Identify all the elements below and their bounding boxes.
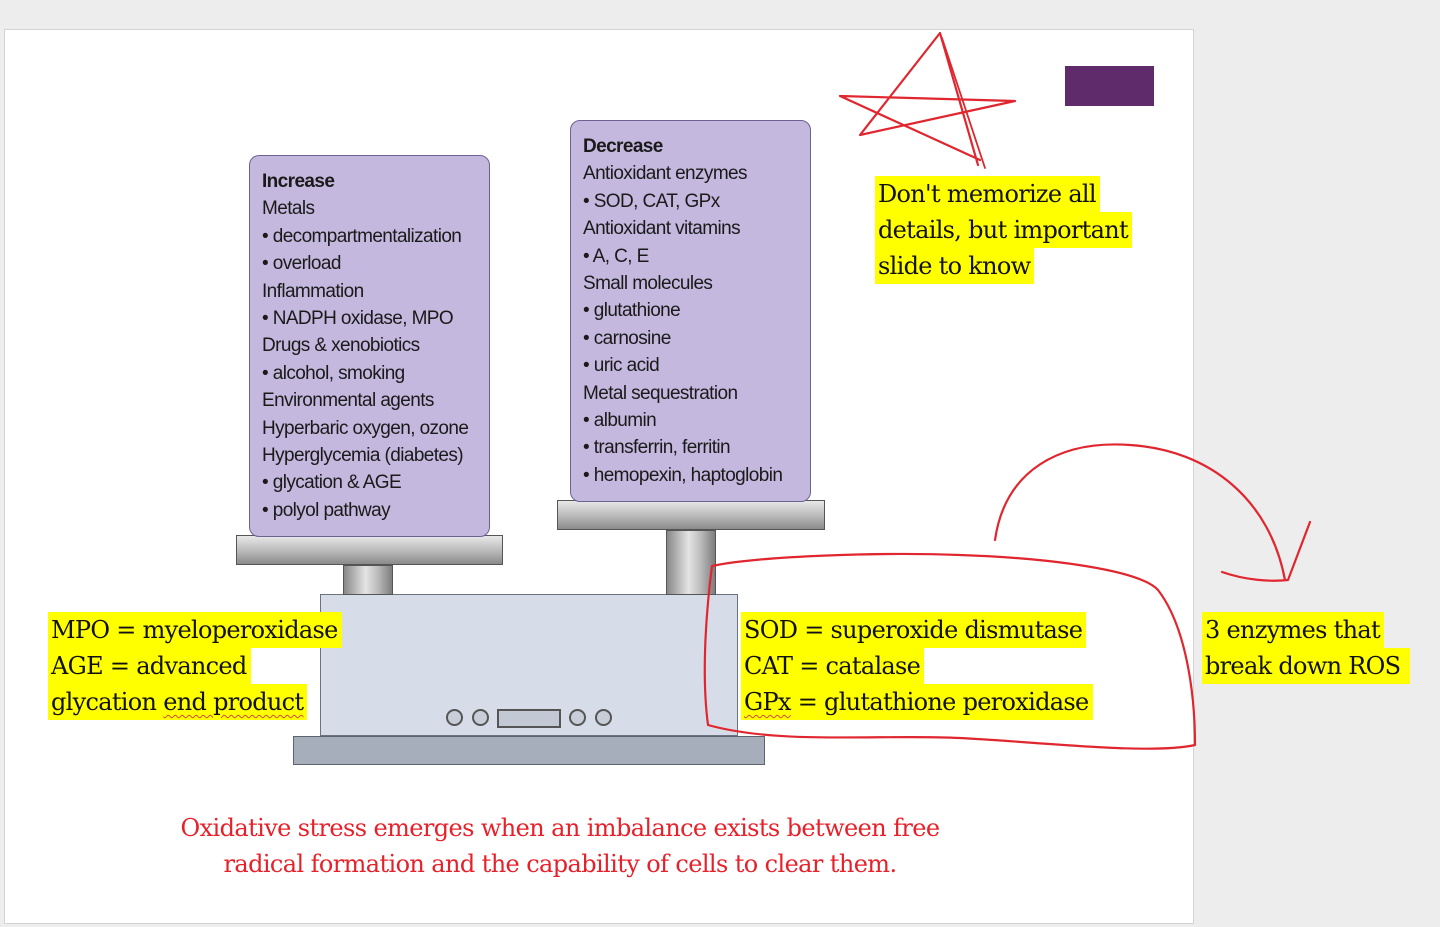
memorize-line-1: Don't memorize all [875,176,1100,212]
decrease-box-line: Small molecules [583,272,713,294]
decrease-box-line: Decrease [583,136,663,157]
decrease-box-line: Metal sequestration [583,382,738,404]
abbrev-age-cont: glycation end product [48,684,308,720]
left-plate [236,535,503,565]
knob-2 [472,709,489,726]
decrease-box-line: Antioxidant vitamins [583,218,741,240]
increase-box-line: Inflammation [262,280,364,302]
knob-4 [595,709,612,726]
decrease-box-line: • glutathione [583,300,681,322]
memorize-line-2: details, but important [875,212,1132,248]
abbrev-age: AGE = advanced [48,648,251,684]
decrease-box-line: • albumin [583,409,657,431]
decrease-box-line: • transferrin, ferritin [583,437,731,459]
increase-box-line: Drugs & xenobiotics [262,335,420,357]
decrease-box-line: • uric acid [583,355,660,377]
memorize-note: Don't memorize all details, but importan… [875,176,1132,284]
spellcheck-underlined-gpx: GPx [744,688,791,716]
enzymes-line-2: break down ROS [1202,648,1411,684]
scale-body [320,594,738,736]
decrease-box-line: Antioxidant enzymes [583,163,748,185]
increase-box-line: Increase [262,171,335,192]
right-plate [557,500,825,530]
increase-box-line: Environmental agents [262,390,434,412]
left-post [343,565,393,595]
caption-line-1: Oxidative stress emerges when an imbalan… [180,814,941,842]
increase-box-line: • decompartmentalization [262,225,462,247]
increase-box-line: Hyperglycemia (diabetes) [262,444,464,466]
memorize-line-3: slide to know [875,248,1035,284]
decrease-box-line: • SOD, CAT, GPx [583,190,720,212]
left-abbreviations: MPO = myeloperoxidase AGE = advanced gly… [48,612,342,720]
right-post [666,530,716,595]
right-abbreviations: SOD = superoxide dismutase CAT = catalas… [741,612,1093,720]
abbrev-cat: CAT = catalase [741,648,925,684]
purple-rectangle [1065,66,1154,106]
scale-base [293,736,765,765]
decrease-box-line: • carnosine [583,327,671,349]
increase-box-line: • polyol pathway [262,499,391,521]
abbrev-gpx: GPx = glutathione peroxidase [741,684,1093,720]
enzymes-line-1: 3 enzymes that [1202,612,1384,648]
abbrev-mpo: MPO = myeloperoxidase [48,612,342,648]
arrow-head [1220,520,1312,582]
spellcheck-underlined-word: end product [163,688,304,716]
increase-box-line: Metals [262,198,315,220]
knob-1 [446,709,463,726]
caption-line-2: radical formation and the capability of … [223,850,898,878]
decrease-box-line: • hemopexin, haptoglobin [583,464,783,486]
scale-display [497,709,561,728]
increase-box-line: • glycation & AGE [262,472,402,494]
increase-box-line: Hyperbaric oxygen, ozone [262,417,469,439]
enzymes-note: 3 enzymes that break down ROS [1202,612,1411,684]
increase-box-line: • NADPH oxidase, MPO [262,307,454,329]
slide-caption: Oxidative stress emerges when an imbalan… [80,810,1040,882]
increase-box-line: • overload [262,253,341,275]
abbrev-sod: SOD = superoxide dismutase [741,612,1087,648]
knob-3 [569,709,586,726]
increase-box-line: • alcohol, smoking [262,362,405,384]
decrease-box-line: • A, C, E [583,245,649,267]
